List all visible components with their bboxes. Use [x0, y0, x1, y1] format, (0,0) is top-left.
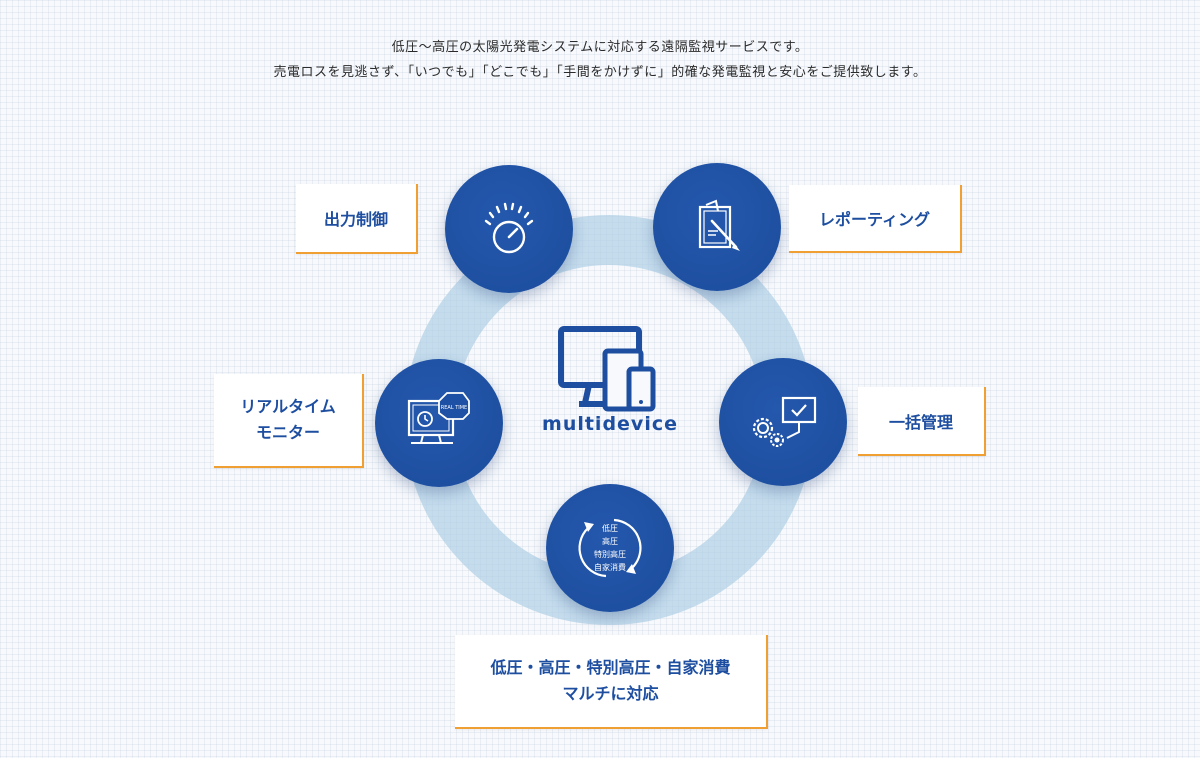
realtime-monitor-icon: REAL TIME	[407, 392, 470, 444]
gears-monitor-icon	[752, 396, 817, 447]
multidevice-icon	[540, 325, 680, 417]
cycle-text-3: 特別高圧	[594, 550, 626, 559]
label-reporting: レポーティング	[789, 185, 962, 253]
cycle-text-1: 低圧	[602, 524, 618, 533]
cycle-icon-text: 低圧 高圧 特別高圧 自家消費	[580, 522, 640, 574]
label-realtime: リアルタイム モニター	[214, 374, 364, 468]
realtime-badge: REAL TIME	[441, 405, 467, 411]
label-output-control-text: 出力制御	[323, 210, 388, 229]
label-bulk-management: 一括管理	[858, 387, 986, 456]
node-realtime: REAL TIME	[375, 359, 503, 487]
label-output-control: 出力制御	[296, 184, 418, 254]
label-realtime-line1: リアルタイム	[240, 397, 336, 416]
intro-line-2: 売電ロスを見逃さず、「いつでも」「どこでも」「手間をかけずに」的確な発電監視と安…	[273, 65, 927, 80]
label-multi-voltage: 低圧・高圧・特別高圧・自家消費 マルチに対応	[455, 635, 768, 729]
report-clipboard-icon	[698, 199, 740, 251]
gauge-icon	[484, 202, 534, 254]
cycle-text-4: 自家消費	[594, 563, 626, 572]
label-multi-voltage-line1: 低圧・高圧・特別高圧・自家消費	[490, 658, 731, 677]
cycle-text-2: 高圧	[602, 537, 618, 546]
label-reporting-text: レポーティング	[818, 210, 931, 229]
node-multi-voltage	[546, 484, 674, 612]
intro-line-1: 低圧〜高圧の太陽光発電システムに対応する遠隔監視サービスです。	[391, 40, 809, 55]
label-bulk-management-text: 一括管理	[888, 412, 953, 432]
label-multi-voltage-line2: マルチに対応	[562, 684, 659, 703]
node-reporting	[653, 163, 781, 291]
node-output-control	[445, 165, 573, 293]
center-label: multidevice	[542, 413, 678, 435]
label-realtime-line2: モニター	[255, 423, 320, 442]
node-bulk-management	[719, 358, 847, 486]
cycle-arrows-icon	[578, 518, 642, 578]
